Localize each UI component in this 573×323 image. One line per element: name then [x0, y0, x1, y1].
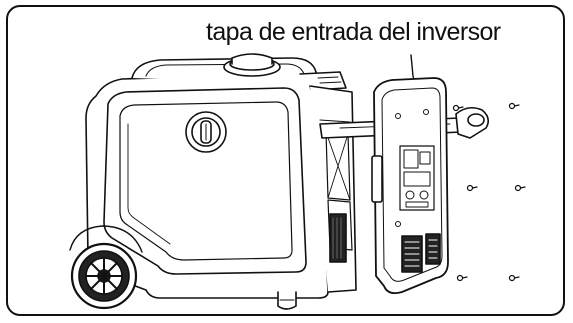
callout-label: tapa de entrada del inversor	[206, 18, 501, 46]
generator-body	[85, 53, 347, 299]
wheel	[69, 225, 143, 310]
screw	[456, 274, 468, 282]
screw	[508, 102, 520, 110]
access-cover	[371, 77, 449, 295]
fasteners	[452, 102, 526, 282]
screw	[452, 104, 464, 112]
screw	[466, 184, 478, 192]
screw	[508, 274, 520, 282]
screw	[514, 184, 526, 192]
